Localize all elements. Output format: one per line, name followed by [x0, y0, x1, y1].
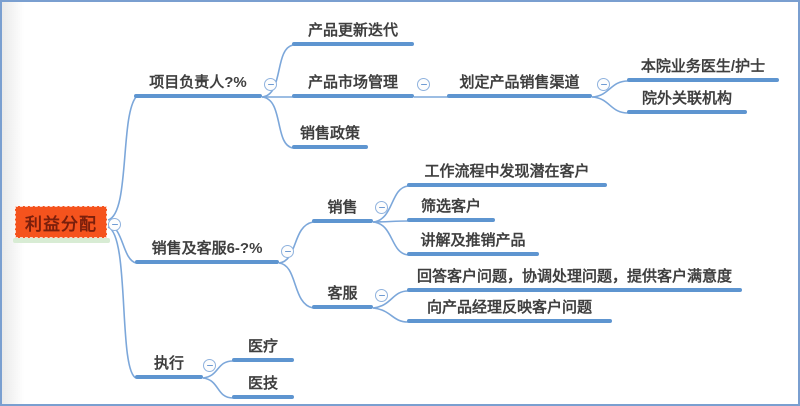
topic-underline [447, 94, 592, 98]
topic-label: 销售及客服6-?% [151, 240, 263, 257]
topic-label: 划定产品销售渠道 [459, 74, 580, 91]
topic-underline [407, 183, 607, 187]
minus-icon [206, 364, 213, 367]
topic-underline [312, 305, 373, 309]
minus-icon [420, 83, 427, 86]
topic-sales-policy[interactable]: 销售政策 [292, 125, 368, 149]
topic-underline [135, 375, 203, 379]
root-topic[interactable]: 利益分配 [15, 206, 107, 238]
collapse-button-define-sales-channels[interactable] [597, 78, 610, 91]
connector-to-medical-tech [202, 377, 234, 399]
topic-define-sales-channels[interactable]: 划定产品销售渠道 [447, 74, 592, 98]
root-highlight-strip [13, 238, 110, 243]
topic-label: 本院业务医生/护士 [640, 58, 766, 75]
topic-filter-customers[interactable]: 筛选客户 [407, 198, 495, 222]
collapse-button-sales-and-service[interactable] [281, 245, 294, 258]
topic-label: 产品更新迭代 [307, 22, 398, 39]
collapse-button-project-leader[interactable] [264, 78, 277, 91]
topic-label: 产品市场管理 [307, 74, 398, 91]
topic-underline [407, 252, 539, 256]
topic-explain-and-promote[interactable]: 讲解及推销产品 [407, 232, 539, 256]
minus-icon [378, 206, 385, 209]
topic-project-leader[interactable]: 项目负责人?% [134, 74, 262, 98]
connector-to-find-customers [372, 185, 409, 223]
topic-label: 销售 [327, 199, 358, 216]
topic-sales-and-service[interactable]: 销售及客服6-?% [135, 240, 279, 264]
topic-underline [407, 218, 495, 222]
topic-underline [292, 145, 368, 149]
connector-root-to-project-leader [107, 96, 137, 221]
collapse-button-execution[interactable] [203, 359, 216, 372]
topic-label: 执行 [153, 355, 184, 372]
topic-label: 销售政策 [299, 125, 360, 142]
connector-to-sales [278, 221, 314, 264]
connector-to-medical-care [202, 360, 234, 379]
topic-product-update[interactable]: 产品更新迭代 [292, 22, 414, 46]
connector-root-to-execution [107, 226, 137, 379]
topic-label: 工作流程中发现潜在客户 [424, 163, 590, 180]
topic-underline [135, 260, 279, 264]
topic-medical-care[interactable]: 医疗 [232, 338, 294, 362]
topic-find-potential-customers[interactable]: 工作流程中发现潜在客户 [407, 163, 607, 187]
topic-underline [627, 110, 747, 114]
minus-icon [378, 294, 385, 297]
topic-label: 院外关联机构 [641, 90, 732, 107]
topic-label: 向产品经理反映客户问题 [426, 299, 592, 316]
topic-sales[interactable]: 销售 [312, 199, 373, 223]
minus-icon [111, 223, 118, 226]
connector-to-answer-questions [372, 290, 409, 309]
topic-product-market-mgmt[interactable]: 产品市场管理 [292, 74, 414, 98]
topic-underline [627, 78, 779, 82]
topic-hospital-staff[interactable]: 本院业务医生/护士 [627, 58, 779, 82]
topic-underline [292, 42, 414, 46]
topic-underline [232, 395, 294, 399]
connector-to-external-partners [591, 96, 629, 114]
topic-underline [407, 319, 612, 323]
topic-medical-tech[interactable]: 医技 [232, 375, 294, 399]
topic-label: 医技 [247, 375, 278, 392]
root-topic-label: 利益分配 [25, 214, 97, 234]
topic-customer-service[interactable]: 客服 [312, 285, 373, 309]
topic-underline [292, 94, 414, 98]
topic-underline [134, 94, 262, 98]
connector-to-report-to-pm [372, 307, 409, 323]
topic-report-issues-to-pm[interactable]: 向产品经理反映客户问题 [407, 299, 612, 323]
connector-to-explain-promote [372, 221, 409, 256]
topic-underline [407, 288, 742, 292]
topic-label: 回答客户问题，协调处理问题，提供客户满意度 [416, 268, 732, 285]
minus-icon [600, 83, 607, 86]
topic-external-partners[interactable]: 院外关联机构 [627, 90, 747, 114]
collapse-button-customer-service[interactable] [375, 289, 388, 302]
topic-label: 客服 [327, 285, 358, 302]
collapse-button-product-market-mgmt[interactable] [417, 78, 430, 91]
minus-icon [267, 83, 274, 86]
connector-to-sales-policy [261, 96, 294, 149]
topic-label: 筛选客户 [420, 198, 481, 215]
topic-underline [232, 358, 294, 362]
topic-label: 讲解及推销产品 [420, 232, 526, 249]
topic-execution[interactable]: 执行 [135, 355, 203, 379]
topic-answer-customer-questions[interactable]: 回答客户问题，协调处理问题，提供客户满意度 [407, 268, 742, 292]
connector-to-customer-service [278, 262, 314, 309]
connector-to-hospital-staff [591, 80, 629, 98]
collapse-button-root[interactable] [108, 218, 121, 231]
minus-icon [284, 250, 291, 253]
topic-label: 项目负责人?% [149, 74, 247, 91]
connector-to-product-update [261, 44, 294, 98]
topic-label: 医疗 [247, 338, 278, 355]
collapse-button-sales[interactable] [375, 201, 388, 214]
connector-to-filter-customers [372, 220, 409, 223]
topic-underline [312, 219, 373, 223]
